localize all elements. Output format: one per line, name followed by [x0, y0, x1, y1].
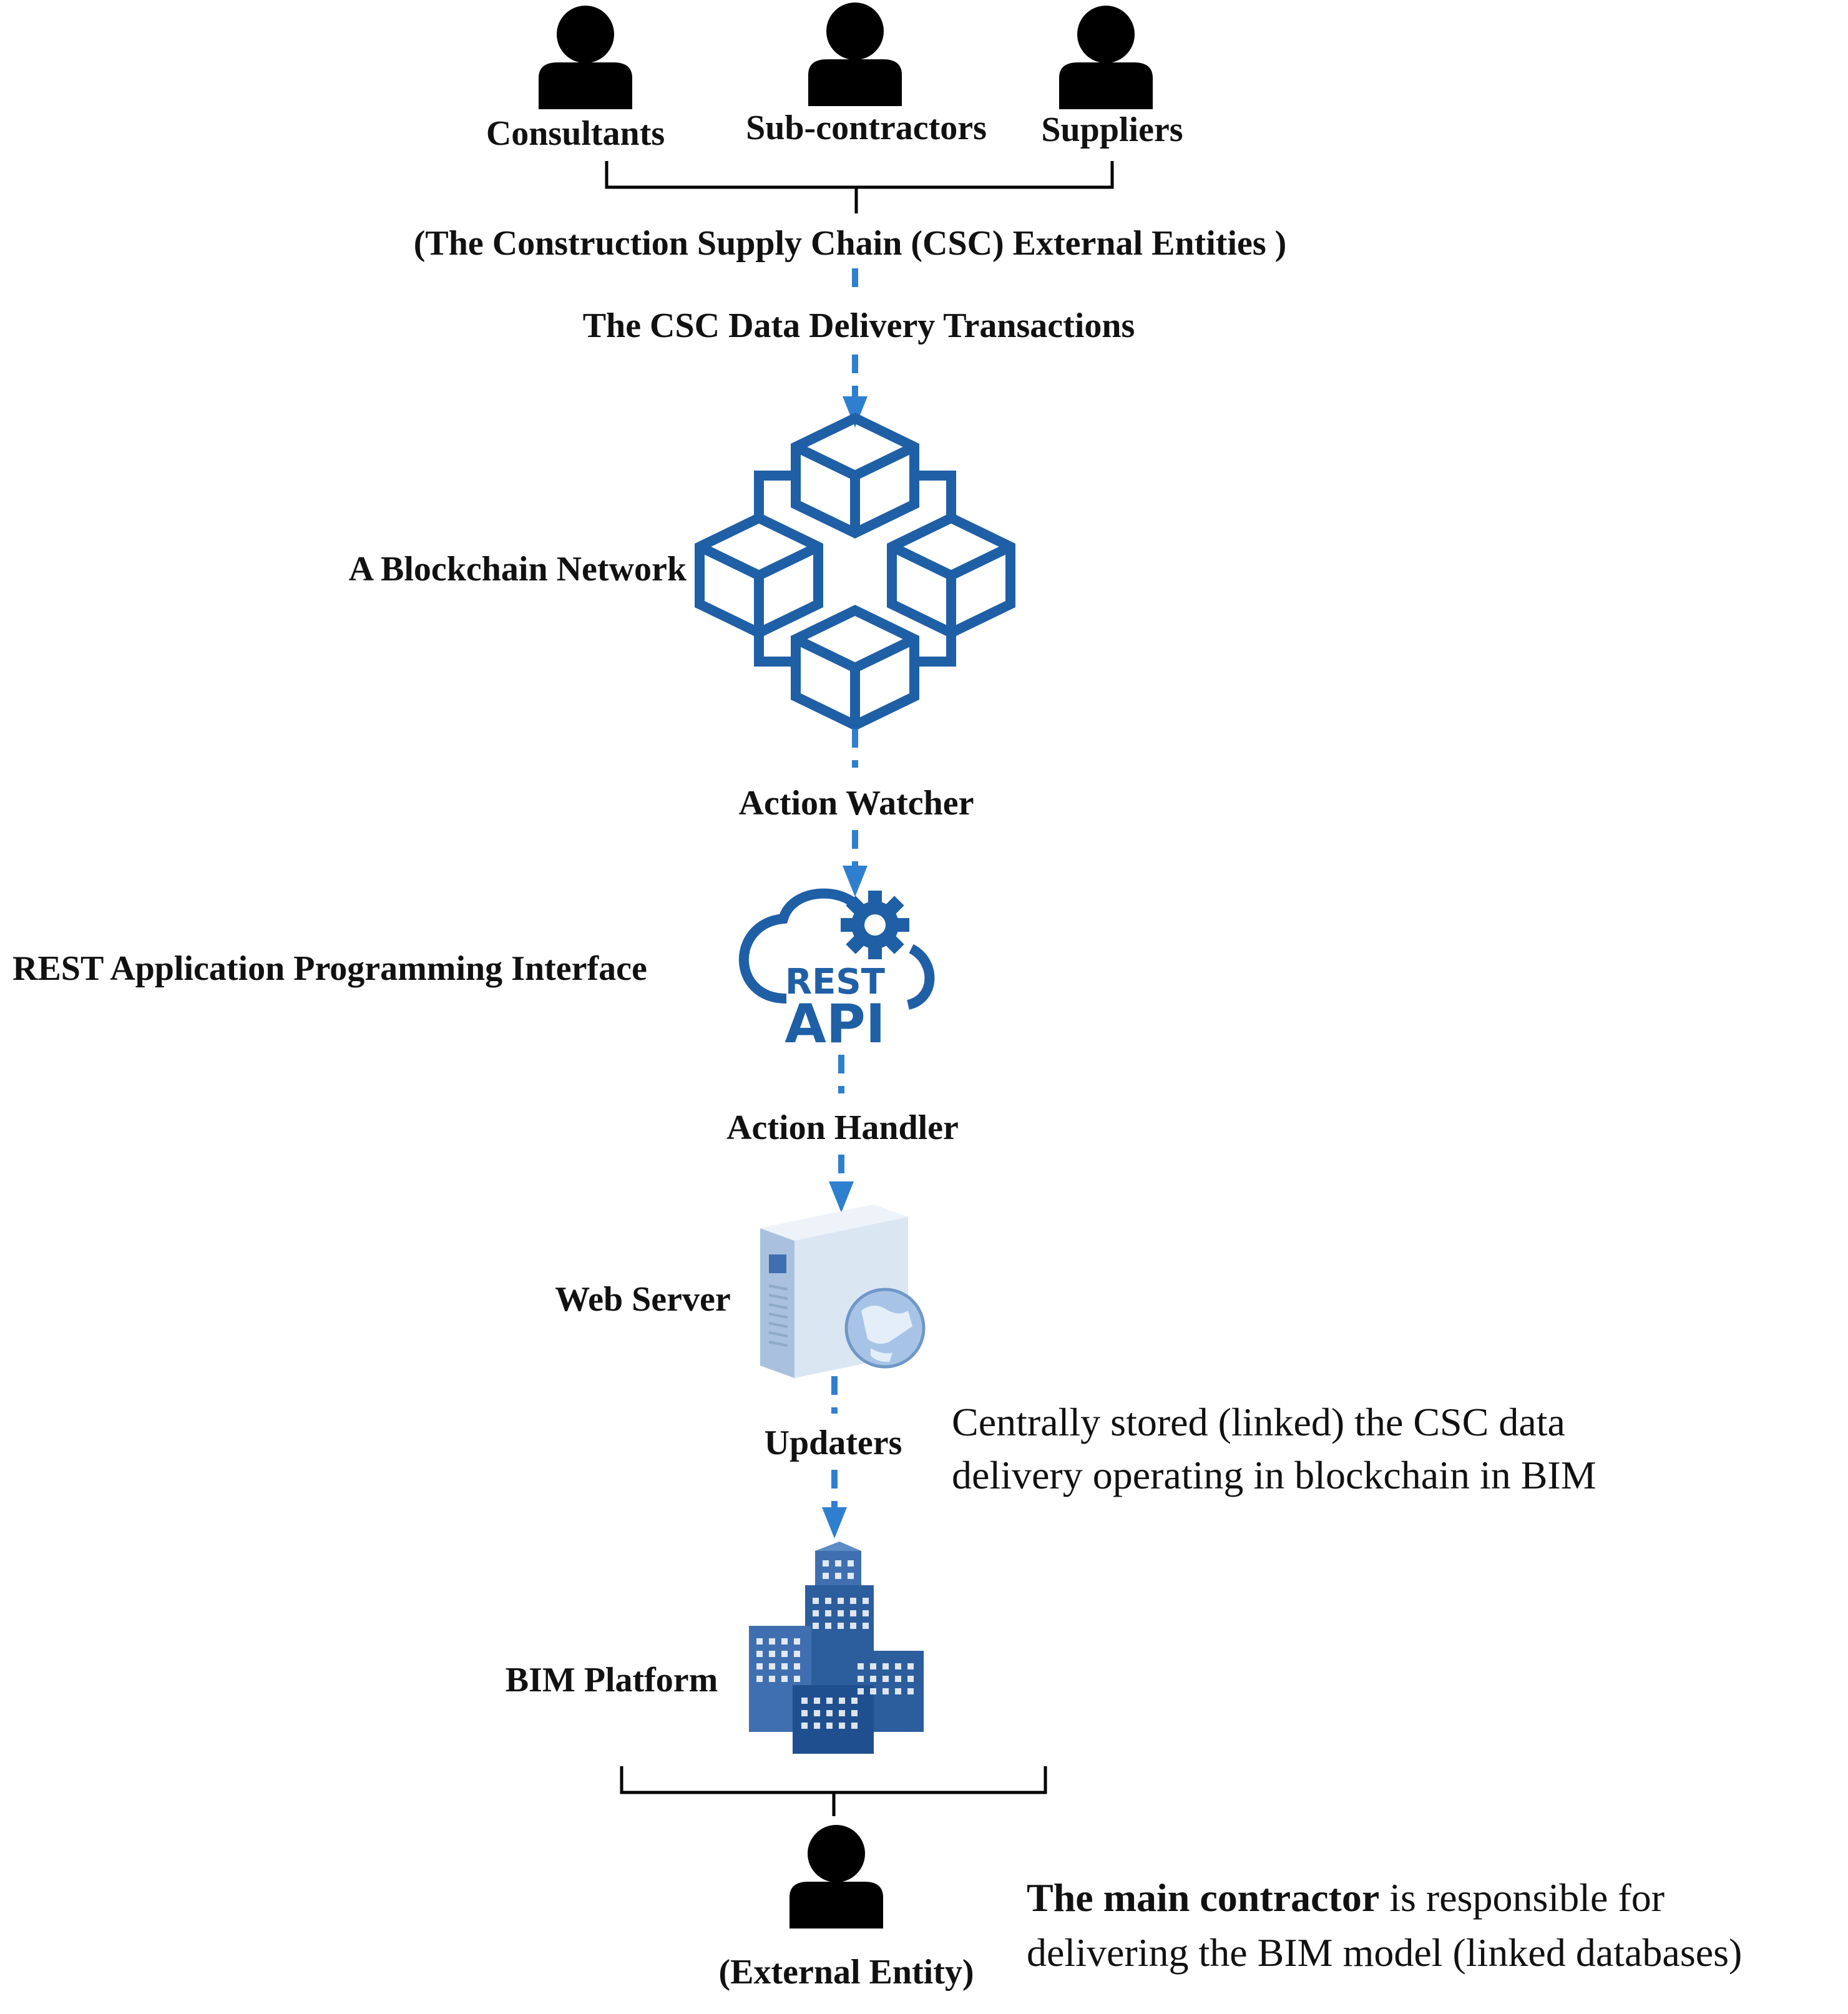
bim-brace — [620, 1766, 1047, 1816]
supplier-person-icon — [1059, 6, 1153, 109]
rest-icon-text: REST — [785, 962, 885, 1002]
contractor-note-bold: The main contractor — [1027, 1875, 1379, 1920]
blockchain-network-icon — [700, 418, 1010, 725]
csc-data-delivery-transactions-label: The CSC Data Delivery Transactions — [583, 306, 1135, 345]
main-contractor-person-icon — [790, 1825, 883, 1928]
subcontractors-label: Sub-contractors — [746, 109, 987, 147]
updaters-label: Updaters — [765, 1424, 902, 1462]
action-watcher-label: Action Watcher — [739, 784, 974, 823]
contractor-note-line1: The main contractor is responsible for — [1027, 1875, 1665, 1920]
gear-icon — [841, 891, 909, 959]
central-storage-note-line1: Centrally stored (linked) the CSC data — [952, 1400, 1565, 1444]
rest-api-label: REST Application Programming Interface — [12, 949, 647, 988]
web-server-icon — [760, 1205, 926, 1378]
bim-buildings-icon — [749, 1542, 924, 1754]
contractor-note-line2: delivering the BIM model (linked databas… — [1027, 1930, 1742, 1975]
suppliers-label: Suppliers — [1041, 110, 1183, 149]
action-handler-label: Action Handler — [726, 1108, 959, 1147]
entities-brace — [605, 161, 1114, 213]
bim-platform-label: BIM Platform — [506, 1661, 718, 1699]
api-icon-text: API — [785, 993, 886, 1055]
rest-api-cloud-icon: REST API — [738, 888, 935, 1055]
globe-icon — [844, 1288, 926, 1369]
csc-external-entities-caption: (The Construction Supply Chain (CSC) Ext… — [414, 224, 1287, 263]
blockchain-network-label: A Blockchain Network — [349, 550, 687, 589]
external-entity-caption: (External Entity) — [718, 1953, 974, 1992]
web-server-label: Web Server — [555, 1280, 730, 1319]
contractor-note-rest: is responsible for — [1379, 1875, 1665, 1920]
central-storage-note-line2: delivery operating in blockchain in BIM — [952, 1453, 1596, 1497]
subcontractor-person-icon — [808, 2, 902, 106]
consultants-label: Consultants — [486, 114, 665, 153]
consultant-person-icon — [539, 6, 632, 109]
